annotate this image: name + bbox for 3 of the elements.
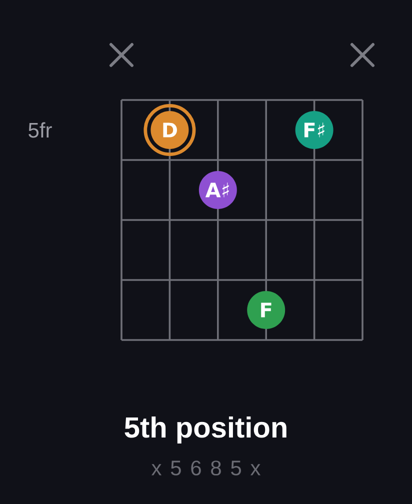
fret-number: 5fr [28,122,52,138]
fingering-text: x 5 6 8 5 x [152,460,260,476]
title: 5th position [124,416,286,444]
